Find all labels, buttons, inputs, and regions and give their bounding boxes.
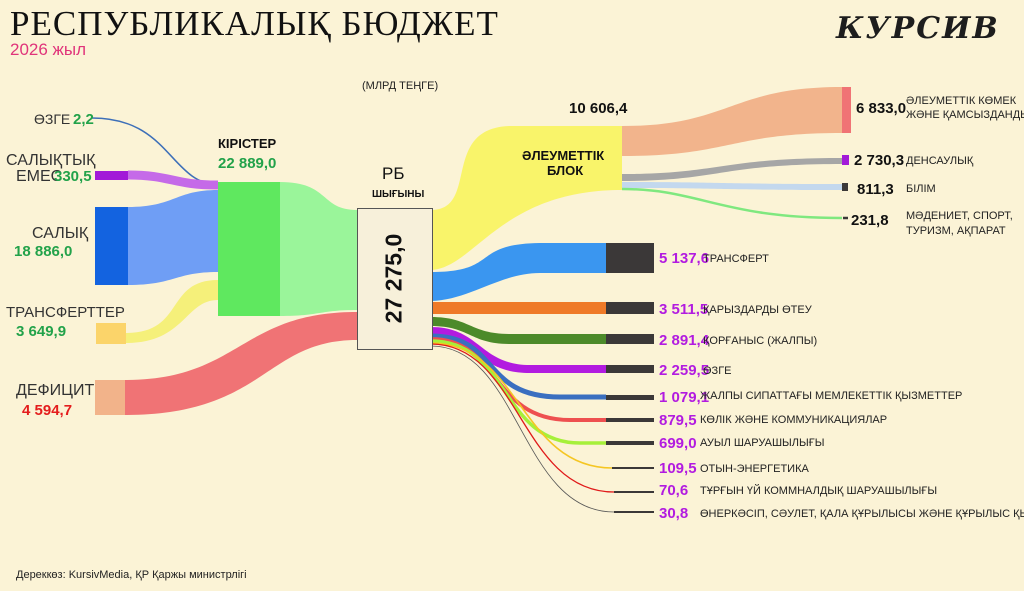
year-label: 2026 жыл <box>10 40 87 59</box>
node-revenue <box>218 182 280 316</box>
value-health: 2 730,3 <box>854 152 905 169</box>
bar-debt <box>606 302 654 314</box>
value-housing: 70,6 <box>659 482 689 499</box>
flow-agri <box>430 339 606 445</box>
bar-tax <box>95 207 128 285</box>
bar-health <box>842 155 849 165</box>
flow-defense <box>431 317 606 344</box>
label-agri: АУЫЛ ШАРУАШЫЛЫҒЫ <box>700 437 825 449</box>
value-deficit: 4 594,7 <box>22 402 73 419</box>
flow-tax <box>128 190 218 285</box>
label-deficit: ДЕФИЦИТ <box>16 382 95 399</box>
bar-social-help <box>842 87 851 133</box>
label-social-help-1: ӘЛЕУМЕТТІК КӨМЕК <box>906 95 1017 107</box>
flow-culture <box>621 187 843 220</box>
label-defense: ҚОРҒАНЫС (ЖАЛПЫ) <box>703 335 818 347</box>
label-nontax-1: САЛЫҚТЫҚ <box>6 152 96 169</box>
flow-general <box>430 333 606 400</box>
bar-deficit <box>95 380 125 415</box>
value-transfers-in: 3 649,9 <box>16 323 67 340</box>
value-tax: 18 886,0 <box>14 243 73 260</box>
label-energy: ОТЫН-ЭНЕРГЕТИКА <box>700 463 809 475</box>
label-education: БІЛІМ <box>906 183 936 195</box>
flow-health <box>622 158 842 181</box>
label-culture-1: МӘДЕНИЕТ, СПОРТ, <box>906 210 1013 222</box>
bar-transport <box>606 418 654 422</box>
label-spending-1: РБ <box>382 164 405 183</box>
label-housing: ТҰРҒЫН ҮЙ КОММНАЛДЫҚ ШАРУАШЫЛЫҒЫ <box>700 485 938 497</box>
bar-defense <box>606 334 654 344</box>
flow-transfer-out <box>431 243 606 301</box>
value-energy: 109,5 <box>659 460 697 477</box>
bar-education <box>842 183 848 191</box>
label-social-2: БЛОК <box>547 163 584 178</box>
value-education: 811,3 <box>857 181 894 198</box>
spending-total: 27 275,0 <box>380 233 407 323</box>
unit-label: (МЛРД ТЕҢГЕ) <box>362 80 439 92</box>
label-tax: САЛЫҚ <box>32 225 89 242</box>
label-industry: ӨНЕРКӘСІП, СӘУЛЕТ, ҚАЛА ҚҰРЫЛЫСЫ ЖӘНЕ ҚҰ… <box>700 508 1024 520</box>
value-social: 10 606,4 <box>569 100 628 117</box>
flow-transfers-in <box>126 280 218 343</box>
label-social-1: ӘЛЕУМЕТТІК <box>522 148 605 163</box>
label-culture-2: ТУРИЗМ, АҚПАРАТ <box>906 225 1006 237</box>
bar-agri <box>606 441 654 445</box>
bar-transfers-in <box>96 323 126 344</box>
source-note: Дереккөз: KursivMedia, ҚР Қаржы министрл… <box>16 569 247 581</box>
page-title: РЕСПУБЛИКАЛЫҚ БЮДЖЕТ <box>10 4 499 43</box>
value-transport: 879,5 <box>659 412 697 429</box>
value-general: 1 079,1 <box>659 389 710 406</box>
flow-industry <box>430 345 615 513</box>
flow-nontax <box>127 170 219 190</box>
label-nontax-2: ЕМЕС <box>16 168 63 185</box>
value-social-help: 6 833,0 <box>856 100 907 117</box>
value-culture: 231,8 <box>851 212 889 229</box>
value-defense: 2 891,4 <box>659 332 710 349</box>
bar-transfer-out <box>606 243 654 273</box>
value-transfer-out: 5 137,6 <box>659 250 710 267</box>
value-other-income: 2,2 <box>73 111 94 128</box>
value-nontax: 330,5 <box>54 168 92 185</box>
value-other-out: 2 259,5 <box>659 362 710 379</box>
label-transfers-in: ТРАНСФЕРТТЕР <box>6 304 125 321</box>
label-health: ДЕНСАУЛЫҚ <box>906 155 974 167</box>
label-other-income: ӨЗГЕ <box>34 111 71 127</box>
flow-social <box>431 126 622 270</box>
value-industry: 30,8 <box>659 505 689 522</box>
value-agri: 699,0 <box>659 435 697 452</box>
flow-social-help <box>622 87 842 156</box>
bar-other-out <box>606 365 654 373</box>
label-debt: ҚАРЫЗДАРДЫ ӨТЕУ <box>703 304 812 316</box>
value-revenue: 22 889,0 <box>218 155 277 172</box>
label-social-help-2: ЖӘНЕ ҚАМСЫЗДАНДЫРУ <box>906 109 1024 121</box>
label-transport: КӨЛІК ЖӘНЕ КОММУНИКАЦИЯЛАР <box>700 414 888 426</box>
label-general: ЖАЛПЫ СИПАТТАҒЫ МЕМЛЕКЕТТІК ҚЫЗМЕТТЕР <box>700 390 963 402</box>
label-other-out: ӨЗГЕ <box>703 365 732 377</box>
flow-revenue-to-spending <box>280 182 357 316</box>
brand-logo: КУРСИВ <box>836 11 1000 46</box>
label-spending-2: ШЫҒЫНЫ <box>372 189 425 200</box>
flow-deficit <box>125 312 357 415</box>
label-revenue: КІРІСТЕР <box>218 136 277 151</box>
flow-debt <box>431 302 606 314</box>
value-debt: 3 511,5 <box>659 301 709 318</box>
spending-node <box>357 208 433 350</box>
bar-general <box>606 395 654 400</box>
flow-housing <box>430 343 615 493</box>
flow-education <box>622 182 842 190</box>
bar-nontax <box>95 171 128 180</box>
flow-other-out <box>431 327 606 373</box>
flow-energy <box>430 342 613 469</box>
label-transfer-out: ТРАНСФЕРТ <box>703 253 769 265</box>
